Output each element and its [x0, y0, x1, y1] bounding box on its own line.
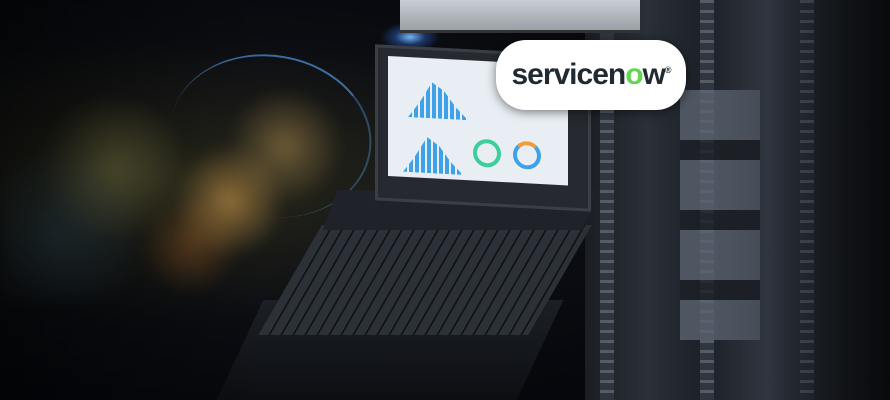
- logo-o-mark: o: [625, 58, 643, 91]
- logo-text-part: servicen: [511, 58, 626, 91]
- registered-mark: ®: [664, 65, 672, 75]
- logo-text-part: w: [642, 58, 666, 91]
- servicenow-logo: servicenow®: [511, 58, 672, 92]
- servicenow-logo-badge: servicenow®: [496, 40, 686, 110]
